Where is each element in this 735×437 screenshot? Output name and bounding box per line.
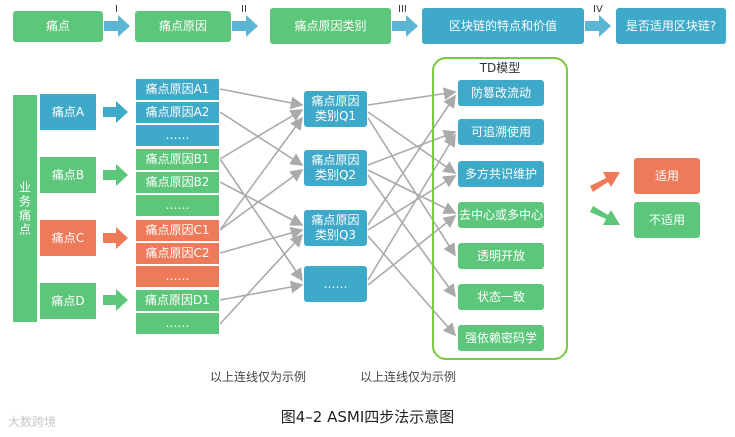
result-applicable: 适用: [634, 158, 700, 194]
flow-arrow-4: [585, 15, 611, 37]
pain-label: 痛点C: [51, 230, 85, 245]
td-item-cryptography: 强依赖密码学: [458, 325, 544, 351]
step-category: 痛点原因类别: [270, 8, 391, 44]
category-more: ……: [304, 266, 367, 302]
arrow-a: [103, 101, 128, 123]
arrow-b: [103, 164, 128, 186]
pain-to-cause-arrows: [103, 101, 128, 311]
arrow-d: [103, 289, 128, 311]
cause-c1: 痛点原因C1: [135, 219, 220, 242]
cause-a2: 痛点原因A2: [135, 101, 220, 124]
td-model-title: TD模型: [479, 61, 521, 75]
td-item-tamper-proof: 防篡改流动: [458, 80, 544, 106]
flow-arrow-3: [392, 15, 418, 37]
step-label: 是否适用区块链?: [625, 18, 717, 33]
cause-a1: 痛点原因A1: [135, 78, 220, 101]
roman-4: IV: [593, 4, 603, 15]
step-label: 痛点原因类别: [294, 18, 367, 33]
cause-d-more: ……: [135, 312, 220, 335]
category-q2: 痛点原因 类别Q2: [304, 150, 367, 186]
arrow-c: [103, 227, 128, 249]
td-item-decentralized: 去中心或多中心: [458, 202, 544, 228]
cause-a-more: ……: [135, 124, 220, 147]
step-cause: 痛点原因: [135, 11, 231, 42]
pain-b: 痛点B: [40, 157, 96, 193]
roman-1: I: [115, 4, 118, 15]
step-pain: 痛点: [13, 11, 103, 42]
cause-b1: 痛点原因B1: [135, 148, 220, 171]
pain-a: 痛点A: [40, 94, 96, 130]
cause-c2: 痛点原因C2: [135, 242, 220, 265]
step-blockchain-value: 区块链的特点和价值: [422, 8, 584, 44]
arrow-to-applicable: [590, 172, 620, 192]
pain-c: 痛点C: [40, 220, 96, 256]
flow-arrow-1: [104, 15, 130, 37]
category-q3: 痛点原因 类别Q3: [304, 210, 367, 246]
business-pain-side-label: 业务痛点: [13, 95, 37, 322]
figure-caption: 图4–2 ASMI四步法示意图: [280, 408, 455, 426]
td-item-consensus: 多方共识维护: [458, 161, 544, 187]
step-applicable-question: 是否适用区块链?: [616, 8, 726, 44]
td-item-consistent: 状态一致: [458, 284, 544, 310]
pain-label: 痛点B: [51, 167, 85, 182]
watermark: 大数跨境: [8, 415, 57, 429]
cause-b-more: ……: [135, 194, 220, 217]
td-model-frame: [432, 57, 568, 360]
arrow-to-not-applicable: [590, 206, 620, 225]
cause-d1: 痛点原因D1: [135, 289, 220, 312]
step-label: 区块链的特点和价值: [448, 18, 557, 33]
flow-arrow-2: [232, 15, 258, 37]
cause-c-more: ……: [135, 265, 220, 288]
roman-2: II: [241, 4, 247, 15]
category-to-td-lines: [367, 87, 457, 337]
pain-label: 痛点D: [51, 293, 85, 308]
step-label: 痛点: [45, 19, 70, 33]
note-example-2: 以上连线仅为示例: [360, 370, 457, 384]
td-item-transparent: 透明开放: [458, 243, 544, 269]
pain-d: 痛点D: [40, 283, 96, 319]
note-example-1: 以上连线仅为示例: [210, 370, 307, 384]
cause-to-category-lines: [219, 88, 304, 325]
top-flow-arrows: [104, 15, 611, 37]
pain-label: 痛点A: [51, 104, 85, 119]
roman-3: III: [398, 4, 407, 15]
category-q1: 痛点原因 类别Q1: [304, 91, 367, 127]
td-item-traceable: 可追溯使用: [458, 119, 544, 145]
step-label: 痛点原因: [158, 19, 207, 33]
cause-b2: 痛点原因B2: [135, 171, 220, 194]
result-not-applicable: 不适用: [634, 202, 700, 238]
